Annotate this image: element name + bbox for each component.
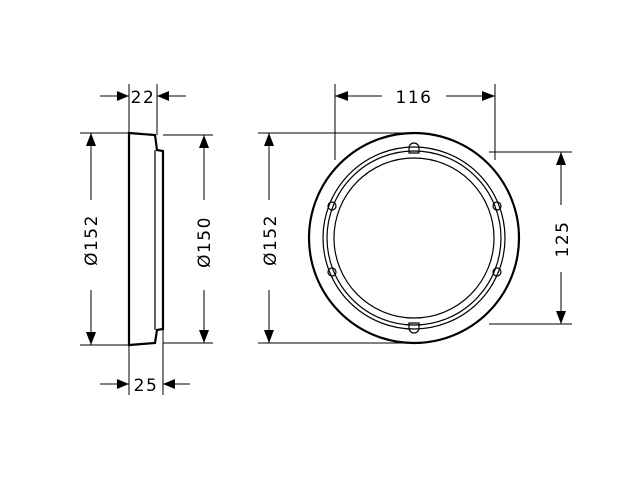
side-view: 22 25 Ø152 Ø150	[80, 84, 215, 396]
outer-ring	[307, 131, 521, 345]
dim-label-dia-152: Ø152	[82, 214, 102, 266]
inner-ring-outer-edge	[322, 146, 506, 330]
dim-label-22: 22	[131, 88, 156, 108]
screw-hole	[327, 201, 337, 211]
opening	[333, 157, 495, 319]
screw-hole	[327, 267, 337, 277]
dim-label-116: 116	[396, 88, 433, 108]
front-view: 116 Ø152 125	[258, 84, 573, 345]
side-view-profile	[127, 131, 165, 347]
dimension-dia-152-front: Ø152	[261, 133, 281, 343]
dimension-22: 22	[100, 88, 186, 108]
top-notch	[408, 142, 420, 154]
inner-ring-inner-edge	[326, 150, 502, 326]
dimension-116: 116	[335, 88, 495, 108]
dim-label-dia-150: Ø150	[195, 216, 215, 268]
dim-label-25: 25	[134, 376, 159, 396]
dim-label-125: 125	[553, 221, 573, 258]
dimension-125: 125	[553, 152, 573, 324]
bottom-notch	[408, 322, 420, 334]
screw-hole	[492, 267, 502, 277]
dimension-dia-152-left: Ø152	[82, 133, 102, 345]
dim-label-dia-152-front: Ø152	[261, 214, 281, 266]
dimension-dia-150: Ø150	[195, 135, 215, 343]
dimension-25: 25	[100, 376, 190, 396]
screw-hole	[492, 201, 502, 211]
